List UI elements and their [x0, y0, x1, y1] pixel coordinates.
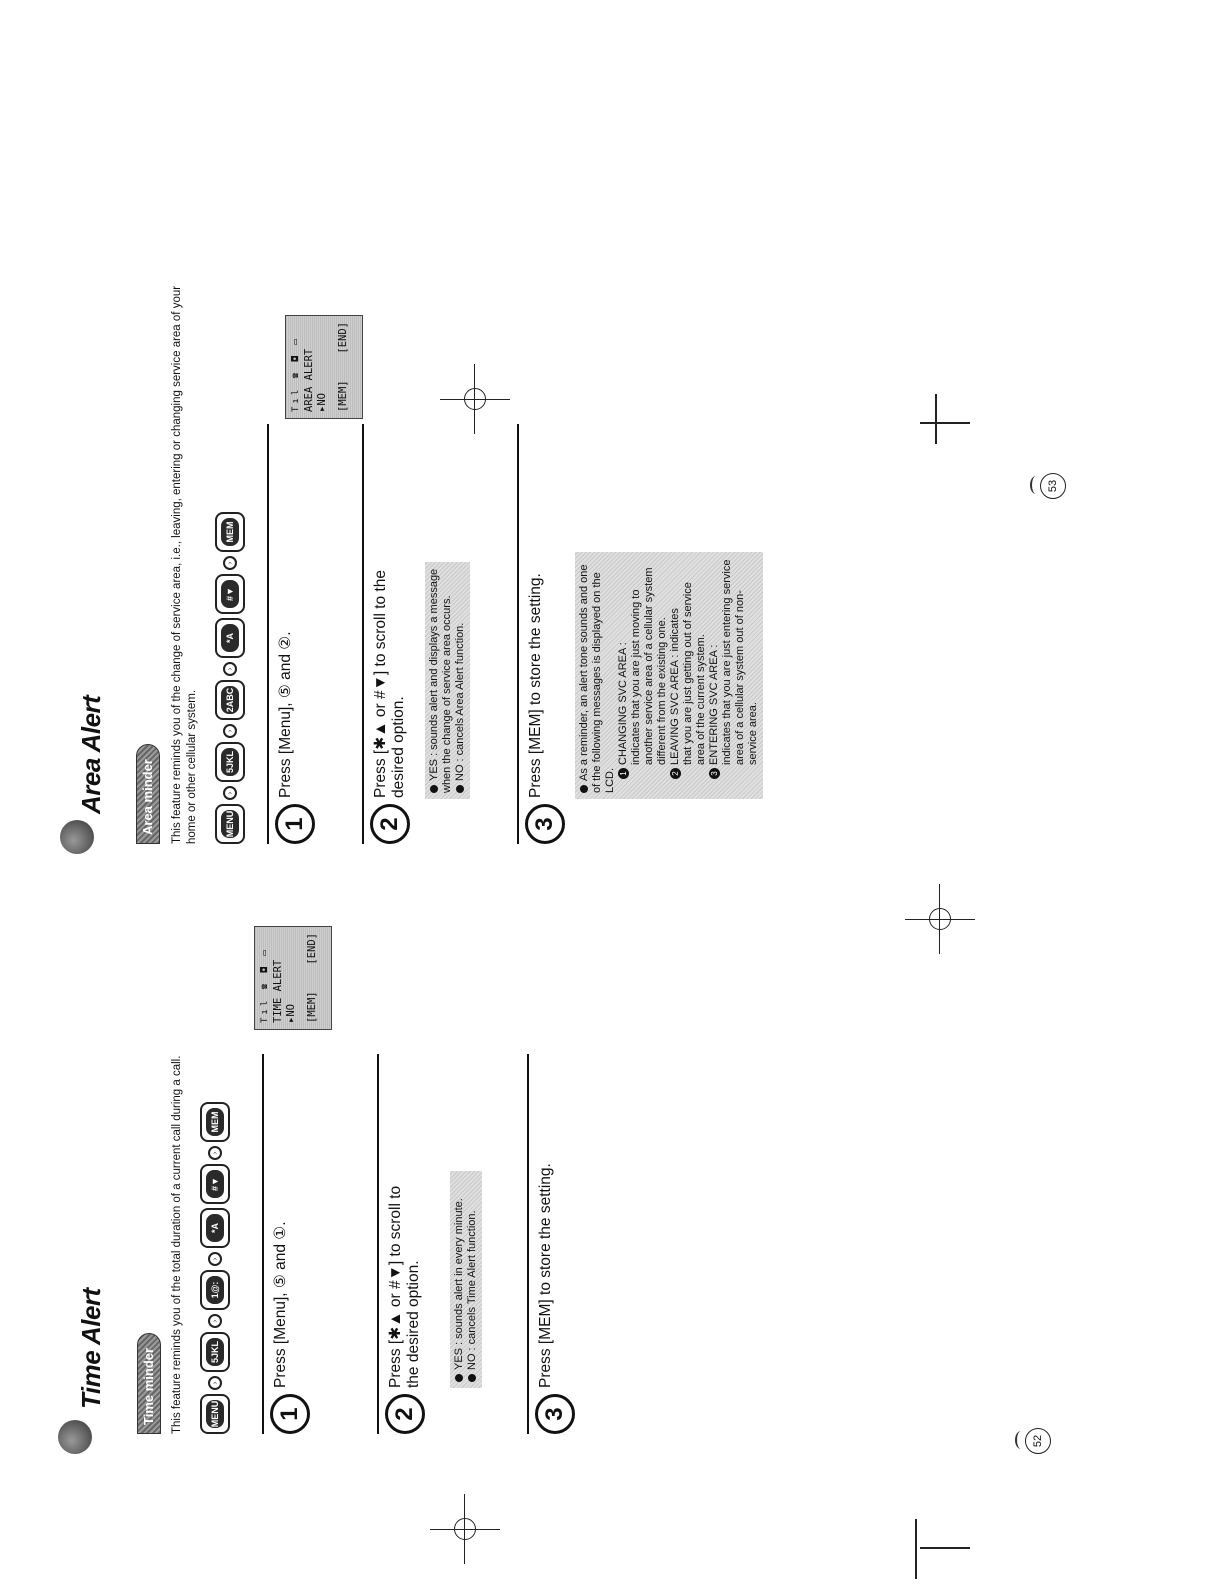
note-yes: YES : sounds alert and displays a messag…: [428, 568, 453, 793]
lcd-status-icons: Tıl ☎ ◘ ▭: [291, 336, 301, 412]
crop-mark: [915, 1519, 917, 1579]
lcd-soft-right: [END]: [337, 322, 349, 354]
lcd-line-1: AREA ALERT: [303, 348, 315, 412]
registration-mark: [905, 884, 975, 954]
star-key: *A: [200, 1208, 230, 1248]
message-desc: that you are just getting out of service…: [682, 582, 707, 765]
lcd-soft-left: [MEM]: [306, 991, 318, 1023]
step-number: 1: [275, 804, 315, 844]
lcd-line-2: ▸NO: [316, 393, 328, 412]
note-yes: YES : sounds alert in every minute.: [453, 1198, 465, 1370]
menu-key: MENU: [215, 804, 245, 844]
hash-key: #▼: [215, 574, 245, 614]
star-key: *A: [215, 618, 245, 658]
lcd-display: Tıl ☎ ◘ ▭ TIME ALERT ▸NO [MEM] [END]: [254, 926, 332, 1030]
page-number: 52: [1025, 1428, 1051, 1454]
title-ornament: [60, 820, 94, 854]
mem-key: MEM: [200, 1102, 230, 1142]
crop-mark: [935, 394, 937, 444]
reminder-note: As a reminder, an alert tone sounds and …: [575, 552, 763, 799]
arrow-icon: ›: [223, 556, 237, 570]
options-note: YES : sounds alert in every minute. NO :…: [450, 1171, 482, 1388]
note-no: NO : cancels Time Alert function.: [466, 1210, 478, 1370]
lcd-soft-right: [END]: [306, 933, 318, 965]
section-header: Time minder: [137, 1332, 161, 1434]
arrow-icon: ›: [208, 1146, 222, 1160]
reminder-intro: As a reminder, an alert tone sounds and …: [578, 564, 616, 793]
page-flourish: [1015, 1431, 1027, 1449]
step-text: Press [Menu], ⑤ and ①.: [272, 1221, 289, 1389]
lcd-display: Tıl ☎ ◘ ▭ AREA ALERT ▸NO [MEM] [END]: [285, 315, 363, 419]
step-number: 3: [535, 1394, 575, 1434]
hash-key: #▼: [200, 1164, 230, 1204]
registration-mark: [440, 364, 510, 434]
arrow-icon: ›: [223, 662, 237, 676]
key-sequence: MENU › 5JKL › 2ABC › *A #▼ › MEM: [215, 512, 245, 844]
key-5: 5JKL: [200, 1332, 230, 1372]
lcd-status-icons: Tıl ☎ ◘ ▭: [260, 947, 270, 1023]
message-label: LEAVING SVC AREA : indicates: [669, 608, 681, 765]
message-label: CHANGING SVC AREA :: [617, 642, 629, 765]
lcd-line-2: ▸NO: [285, 1004, 297, 1023]
key-2: 2ABC: [215, 680, 245, 720]
page-title: Time Alert: [76, 1288, 106, 1409]
step-number: 2: [385, 1394, 425, 1434]
mem-key: MEM: [215, 512, 245, 552]
registration-mark: [430, 1494, 500, 1564]
step-text: Press [✱▲ or #▼] to scroll to the desire…: [387, 1185, 422, 1388]
message-desc: indicates that you are just entering ser…: [721, 559, 759, 765]
step-text: Press [MEM] to store the setting.: [527, 573, 544, 798]
page-title: Area Alert: [76, 695, 106, 814]
crop-mark: [920, 422, 970, 424]
key-1: 1@:: [200, 1270, 230, 1310]
key-sequence: MENU › 5JKL › 1@: › *A #▼ › MEM: [200, 1102, 230, 1434]
crop-mark: [920, 1547, 970, 1549]
message-label: ENTERING SVC AREA :: [708, 644, 720, 765]
intro-text: This feature reminds you of the change o…: [171, 285, 198, 844]
step-text: Press [Menu], ⑤ and ②.: [277, 631, 294, 799]
intro-text: This feature reminds you of the total du…: [171, 1055, 183, 1434]
arrow-icon: ›: [223, 786, 237, 800]
options-note: YES : sounds alert and displays a messag…: [425, 562, 470, 799]
arrow-icon: ›: [208, 1314, 222, 1328]
title-ornament: [58, 1420, 92, 1454]
step-text: Press [MEM] to store the setting.: [537, 1163, 554, 1388]
key-5: 5JKL: [215, 742, 245, 782]
note-no: NO : cancels Area Alert function.: [454, 622, 466, 781]
step-number: 3: [525, 804, 565, 844]
section-header: Area minder: [136, 744, 160, 844]
arrow-icon: ›: [208, 1252, 222, 1266]
lcd-soft-left: [MEM]: [337, 380, 349, 412]
page-flourish: [1030, 476, 1042, 494]
step-number: 1: [270, 1394, 310, 1434]
arrow-icon: ›: [208, 1376, 222, 1390]
step-number: 2: [370, 804, 410, 844]
menu-key: MENU: [200, 1394, 230, 1434]
page-number: 53: [1040, 473, 1066, 499]
lcd-line-1: TIME ALERT: [272, 959, 284, 1023]
step-text: Press [✱▲ or #▼] to scroll to the desire…: [372, 569, 407, 798]
message-desc: indicates that you are just moving to an…: [630, 567, 668, 765]
arrow-icon: ›: [223, 724, 237, 738]
